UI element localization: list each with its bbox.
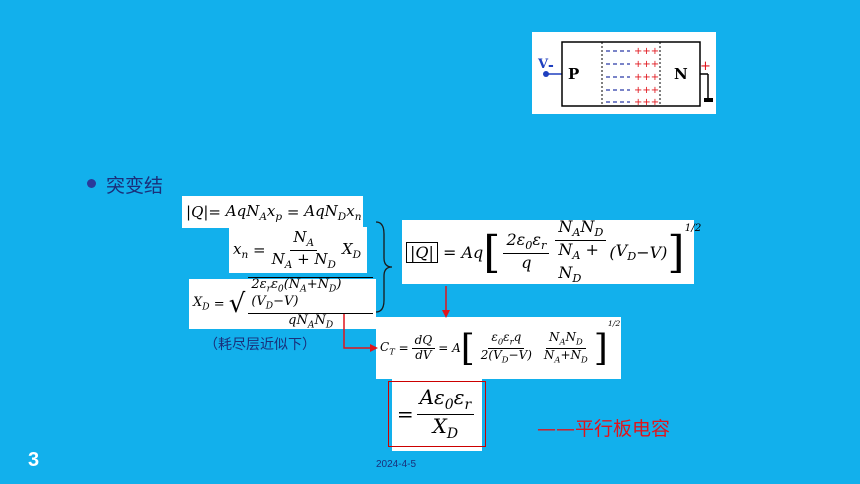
- svg-text:+++: +++: [634, 97, 659, 108]
- page-number: 3: [28, 449, 40, 471]
- parallel-plate-capacitor-label: ——平行板电容: [537, 418, 671, 440]
- positive-charges: ++++++ ++++++ +++: [634, 46, 659, 108]
- svg-text:+++: +++: [634, 85, 659, 96]
- red-arrows: [343, 286, 450, 352]
- svg-text:+++: +++: [634, 72, 659, 83]
- p-region-label: P: [568, 65, 579, 83]
- svg-text:+++: +++: [634, 46, 659, 57]
- pn-junction-svg: V - P N ++++++ ++++++ +++ +: [537, 41, 713, 108]
- equation-charge: |Q|= AqNAxp = AqNDxn: [182, 196, 363, 228]
- curly-brace: [375, 221, 393, 313]
- minus-sign: -: [548, 58, 554, 74]
- bullet-text: 突变结: [106, 175, 164, 197]
- equation-xd: XD = √ 2εrε0(NA+ND)(VD−V)qNAND: [189, 277, 376, 330]
- negative-charges: [606, 50, 630, 103]
- n-region-label: N: [674, 65, 688, 83]
- bullet-dot: [87, 179, 96, 188]
- plus-sign: +: [700, 59, 711, 74]
- voltage-label: V: [537, 57, 549, 72]
- pn-junction-diagram: V - P N ++++++ ++++++ +++ +: [532, 32, 716, 114]
- depletion-approximation-note: （耗尽层近似下）: [204, 337, 316, 353]
- slide-date: 2024-4-5: [376, 459, 417, 470]
- svg-text:+++: +++: [634, 59, 659, 70]
